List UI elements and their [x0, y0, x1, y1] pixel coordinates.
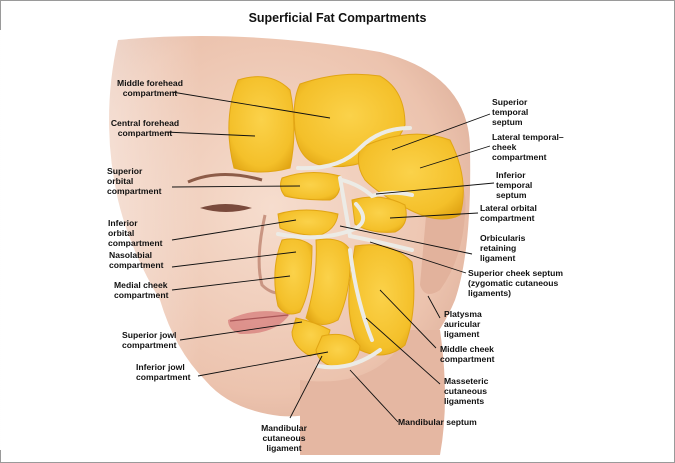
label-middle-forehead: Middle forehead compartment	[102, 78, 198, 98]
label-orbicularis-retaining: Orbicularis retaining ligament	[480, 233, 550, 264]
label-inferior-jowl: Inferior jowl compartment	[136, 362, 216, 382]
label-mandibular-cutaneous: Mandibular cutaneous ligament	[248, 423, 320, 454]
label-masseteric-cutaneous: Masseteric cutaneous ligaments	[444, 376, 514, 407]
label-platysma-auricular: Platysma auricular ligament	[444, 309, 514, 340]
label-middle-cheek: Middle cheek compartment	[440, 344, 520, 364]
fat-central-forehead	[229, 77, 294, 172]
label-superior-jowl: Superior jowl compartment	[122, 330, 202, 350]
label-superior-orbital: Superior orbital compartment	[107, 166, 177, 197]
label-superior-temporal-septum: Superior temporal septum	[492, 97, 562, 128]
label-mandibular-septum: Mandibular septum	[398, 417, 498, 427]
label-lateral-temporal-cheek: Lateral temporal– cheek compartment	[492, 132, 602, 163]
label-inferior-temporal-septum: Inferior temporal septum	[496, 170, 566, 201]
label-lateral-orbital: Lateral orbital compartment	[480, 203, 570, 223]
label-nasolabial: Nasolabial compartment	[109, 250, 179, 270]
label-superior-cheek-septum: Superior cheek septum (zygomatic cutaneo…	[468, 268, 598, 299]
label-inferior-orbital: Inferior orbital compartment	[108, 218, 178, 249]
label-central-forehead: Central forehead compartment	[96, 118, 194, 138]
label-medial-cheek: Medial cheek compartment	[114, 280, 194, 300]
